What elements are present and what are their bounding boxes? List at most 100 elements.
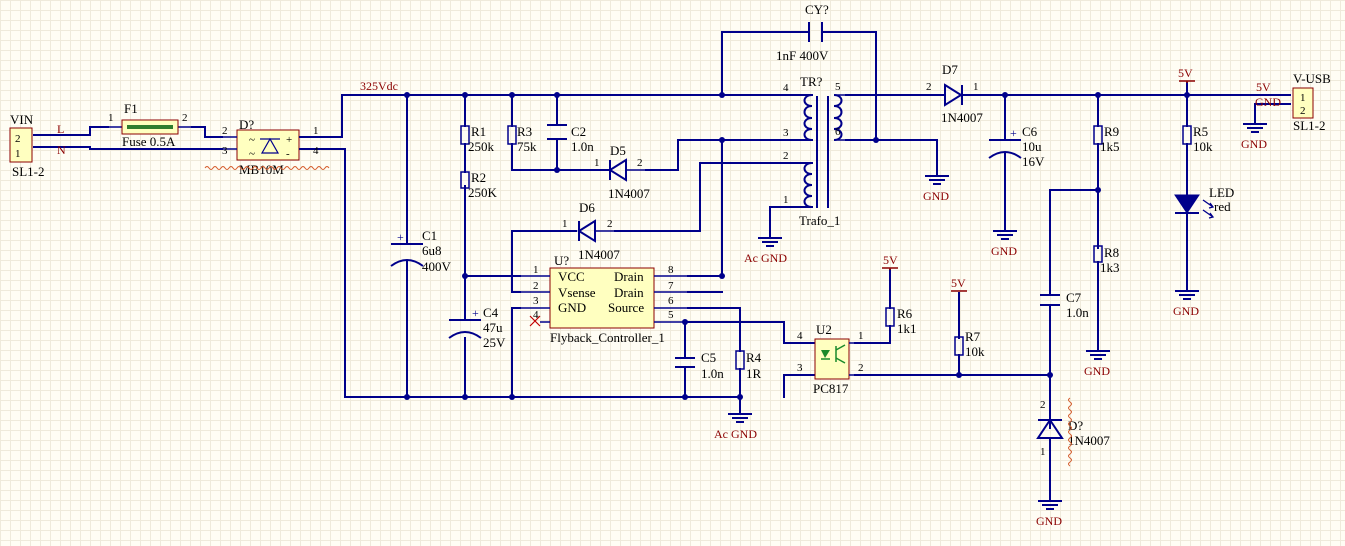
d5-pin-2: 2 (637, 157, 643, 169)
ground-symbol-dz-label: GND (1036, 514, 1062, 528)
r6-value: 1k1 (897, 321, 917, 336)
tr-pin-4: 4 (783, 82, 789, 94)
ground-symbol-ac-source-label: Ac GND (714, 427, 757, 441)
u1-pin-drain-7: Drain (614, 285, 644, 300)
bridge-value: MB10M (239, 162, 284, 177)
svg-text:+: + (472, 306, 479, 320)
r3-value: 75k (517, 139, 537, 154)
f1-pin-2: 2 (182, 112, 188, 124)
c4-value: 47u (483, 320, 503, 335)
ground-symbol-ac-trafo: Ac GND (744, 232, 787, 265)
resistor-r4: R4 1R (735, 350, 762, 381)
d5-value: 1N4007 (608, 186, 650, 201)
ground-symbol-ac-trafo-label: Ac GND (744, 251, 787, 265)
ground-symbol-ac-source: Ac GND (714, 408, 757, 441)
d7-value: 1N4007 (941, 110, 983, 125)
ground-symbol-trafo-label: GND (923, 189, 949, 203)
capacitor-c7: C7 1.0n (1040, 290, 1089, 320)
ground-symbol-r8-label: GND (1084, 364, 1110, 378)
u2-pin-3: 3 (797, 362, 803, 374)
power-port-5v-r7: 5V (951, 276, 967, 292)
u1-pin-vsense: Vsense (558, 285, 596, 300)
capacitor-c2: C2 1.0n (547, 124, 594, 154)
ground-symbol-c6-label: GND (991, 244, 1017, 258)
capacitor-c4: + C4 47u 25V (448, 305, 506, 350)
diode-d6: D6 1N4007 1 2 (562, 200, 620, 262)
d5-pin-1: 1 (594, 157, 600, 169)
r1-ref: R1 (471, 124, 486, 139)
u1-num-6: 6 (668, 295, 674, 307)
c7-value: 1.0n (1066, 305, 1089, 320)
u1-ref: U? (554, 253, 569, 268)
c7-ref: C7 (1066, 290, 1082, 305)
capacitor-c1: + C1 6u8 400V (390, 228, 452, 274)
dz-pin-2: 2 (1040, 399, 1046, 411)
resistor-r8: R8 1k3 (1093, 245, 1120, 275)
bridge-pin-1: 1 (313, 125, 319, 137)
cy-ref: CY? (805, 2, 829, 17)
resistor-r7: R7 10k (954, 329, 985, 359)
c4-voltage: 25V (483, 335, 506, 350)
resistor-r3: R3 75k (507, 124, 537, 154)
resistor-r6: R6 1k1 (885, 306, 917, 336)
bridge-ref: D? (239, 117, 254, 132)
r1-value: 250k (468, 139, 495, 154)
led: LED red (1174, 185, 1234, 219)
power-port-5v-out: 5V (1178, 66, 1195, 83)
u2-value: PC817 (813, 381, 849, 396)
r2-ref: R2 (471, 170, 486, 185)
svg-text:~: ~ (249, 134, 255, 146)
u1-pin-source: Source (608, 300, 644, 315)
ground-symbol-r8: GND (1084, 345, 1110, 378)
ground-symbol-trafo: GND (923, 170, 949, 203)
u1-pin-drain-8: Drain (614, 269, 644, 284)
vusb-pin-2: 2 (1300, 105, 1306, 117)
ground-symbol-led-label: GND (1173, 304, 1199, 318)
d7-pin-1: 1 (973, 81, 979, 93)
resistor-r5: R5 10k (1182, 124, 1213, 154)
diode-d5: D5 1N4007 1 2 (594, 143, 650, 201)
transformer: TR? Trafo_1 4 3 2 1 5 6 (783, 74, 846, 228)
r7-ref: R7 (965, 329, 981, 344)
f1-pin-1: 1 (108, 112, 114, 124)
r5-value: 10k (1193, 139, 1213, 154)
vin-connector: 2 1 VIN SL1-2 L N (9, 112, 66, 179)
svg-text:5V: 5V (883, 253, 898, 267)
f1-value: Fuse 0.5A (122, 134, 176, 149)
d7-ref: D7 (942, 62, 958, 77)
net-label-325vdc: 325Vdc (360, 79, 398, 93)
net-label-n: N (57, 143, 66, 157)
u1-num-2: 2 (533, 280, 539, 292)
c2-ref: C2 (571, 124, 586, 139)
d6-ref: D6 (579, 200, 595, 215)
vusb-pin-1: 1 (1300, 92, 1306, 104)
u2-pin-1: 1 (858, 330, 864, 342)
svg-text:-: - (286, 148, 290, 160)
d6-pin-1: 1 (562, 218, 568, 230)
tr-pin-2: 2 (783, 150, 789, 162)
c6-value: 10u (1022, 139, 1042, 154)
u1-num-7: 7 (668, 280, 674, 292)
r9-ref: R9 (1104, 124, 1119, 139)
ground-symbols: GND GND GND GND GND GND Ac GND Ac GND (714, 118, 1267, 528)
resistor-r2: R2 250K (460, 170, 498, 200)
capacitor-cy: CY? 1nF 400V (776, 2, 829, 63)
c5-value: 1.0n (701, 366, 724, 381)
fuse-f1: F1 Fuse 0.5A 1 2 (108, 101, 192, 149)
vin-pin-1: 1 (15, 148, 21, 160)
u1-num-3: 3 (533, 295, 539, 307)
c1-voltage: 400V (422, 259, 452, 274)
d5-ref: D5 (610, 143, 626, 158)
flyback-controller: U? Flyback_Controller_1 VCC Vsense GND D… (520, 253, 688, 345)
ground-symbol-usb: GND (1241, 118, 1267, 151)
vusb-net-5v: 5V (1256, 80, 1271, 94)
vin-label: VIN (10, 112, 34, 127)
c1-ref: C1 (422, 228, 437, 243)
diode-d7: D7 1N4007 2 1 (926, 62, 983, 125)
u2-pin-4: 4 (797, 330, 803, 342)
u2-pin-2: 2 (858, 362, 864, 374)
net-label-l: L (57, 122, 64, 136)
capacitor-c5: C5 1.0n (675, 350, 724, 381)
dz-pin-1: 1 (1040, 446, 1046, 458)
